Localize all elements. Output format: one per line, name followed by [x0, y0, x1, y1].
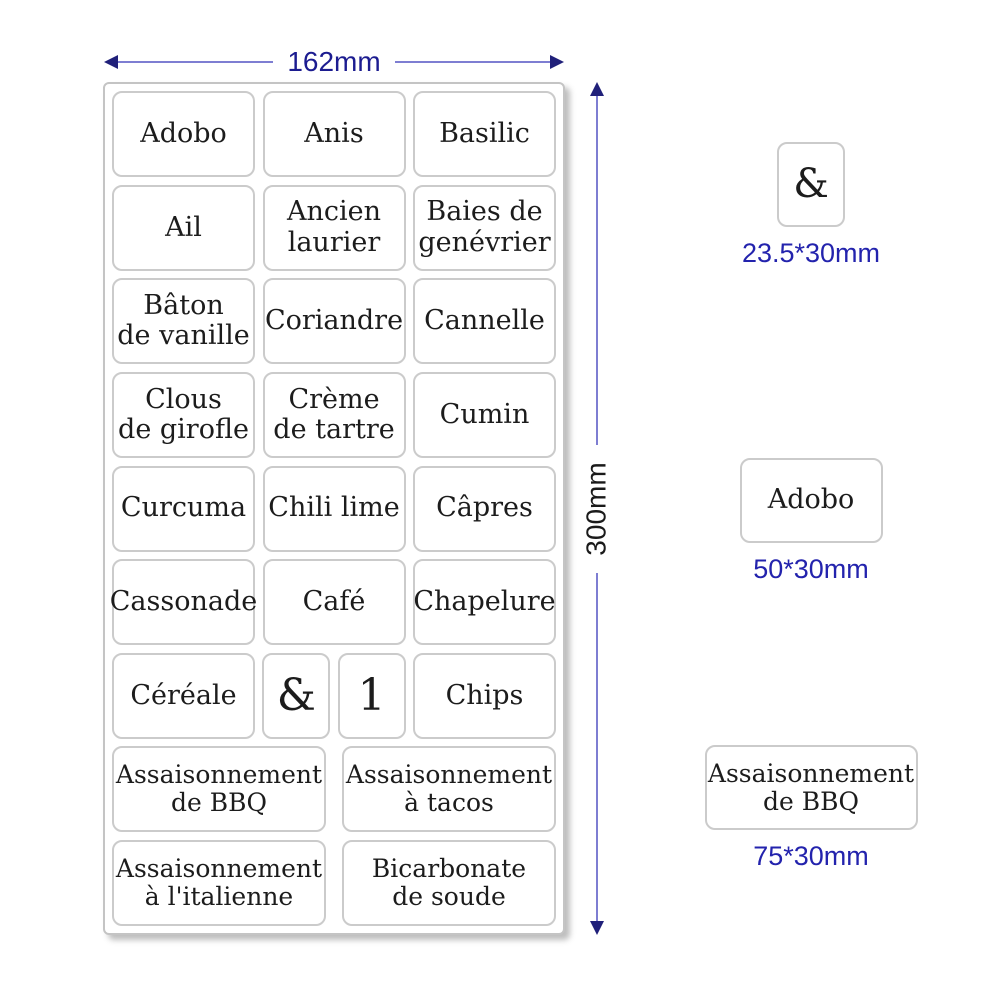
sheet-row: Bâton de vanille Coriandre Cannelle	[112, 278, 556, 365]
sheet-label: Bâton de vanille	[112, 278, 255, 365]
label-text: Adobo	[140, 117, 227, 149]
size-example-medium: Adobo 50*30mm	[691, 458, 931, 583]
label-text: Cumin	[439, 398, 530, 430]
size-example-large: Assaisonnement de BBQ 75*30mm	[691, 745, 931, 870]
label-text: Anis	[304, 117, 364, 149]
sheet-label: Crème de tartre	[262, 371, 406, 458]
height-dimension-annotation: 300mm	[580, 82, 614, 935]
arrow-left-icon	[104, 55, 118, 69]
label-text: Baies de genévrier	[418, 196, 551, 258]
sheet-label: Ancien laurier	[262, 184, 406, 271]
sheet-label: Cannelle	[413, 278, 556, 365]
sheet-label: 1	[337, 652, 406, 739]
sheet-row: Assaisonnement de BBQ Assaisonnement à ta…	[112, 746, 556, 833]
sheet-label: Café	[262, 559, 406, 646]
sheet-row: Curcuma Chili lime Câpres	[112, 465, 556, 552]
label-text: Chips	[445, 679, 524, 711]
example-label-large: Assaisonnement de BBQ	[704, 745, 918, 830]
example-label-small: &	[777, 142, 845, 227]
label-text: Cannelle	[424, 305, 545, 337]
sheet-label: Basilic	[413, 91, 556, 177]
arrow-up-icon	[590, 82, 604, 96]
sheet-label: Céréale	[112, 652, 255, 739]
example-label-text: Assaisonnement de BBQ	[707, 758, 915, 816]
dimension-line	[394, 61, 562, 63]
sheet-row: Assaisonnement à l'italienne Bicarbonate …	[112, 840, 556, 926]
sheet-row: Céréale &1 Chips	[112, 652, 556, 739]
label-text: Câpres	[436, 492, 533, 524]
sheet-label: Chapelure	[413, 559, 556, 646]
sheet-label: Assaisonnement à l'italienne	[112, 840, 326, 926]
label-text: Ancien laurier	[286, 196, 381, 258]
label-text: Céréale	[130, 679, 237, 711]
width-dimension-annotation: 162mm	[104, 46, 564, 78]
label-text: Bicarbonate de soude	[371, 854, 527, 911]
sheet-label: Coriandre	[262, 278, 406, 365]
width-dimension-label: 162mm	[287, 46, 381, 77]
sheet-label: Cumin	[413, 371, 556, 458]
sheet-label: &	[262, 652, 331, 739]
example-size-caption: 75*30mm	[753, 841, 869, 871]
label-text: Bâton de vanille	[117, 290, 250, 352]
sheet-label: Ail	[112, 184, 255, 271]
sheet-label: Bicarbonate de soude	[342, 840, 556, 926]
dimension-line	[106, 61, 274, 63]
sheet-label: Câpres	[413, 465, 556, 552]
label-text: Crème de tartre	[273, 383, 395, 445]
sheet-label: Anis	[262, 91, 406, 177]
sheet-row: Adobo Anis Basilic	[112, 91, 556, 177]
arrow-right-icon	[550, 55, 564, 69]
label-text: Assaisonnement à l'italienne	[115, 854, 323, 911]
sheet-label: Clous de girofle	[112, 371, 255, 458]
label-text: Assaisonnement à tacos	[345, 760, 553, 818]
height-dimension-label: 300mm	[581, 461, 612, 556]
dimension-line	[596, 84, 598, 445]
label-text: Clous de girofle	[118, 383, 249, 445]
sheet-label: Chips	[412, 652, 556, 739]
sheet-label: Adobo	[112, 91, 255, 177]
label-text: Chili lime	[268, 492, 400, 524]
sheet-label: Baies de genévrier	[413, 184, 556, 271]
label-text: Chapelure	[413, 586, 556, 617]
example-size-caption: 23.5*30mm	[741, 238, 881, 268]
example-size-caption: 50*30mm	[753, 554, 869, 584]
label-text: Assaisonnement de BBQ	[115, 760, 323, 818]
example-label-text: &	[793, 161, 829, 208]
example-label-text: Adobo	[767, 484, 855, 516]
arrow-down-icon	[590, 921, 604, 935]
sheet-label: Assaisonnement à tacos	[342, 746, 556, 833]
dimension-line	[596, 572, 598, 933]
label-text: Ail	[165, 211, 202, 243]
sheet-label: Cassonade	[109, 559, 258, 646]
sheet-row: Clous de girofle Crème de tartre Cumin	[112, 371, 556, 458]
sheet-label: Chili lime	[262, 465, 406, 552]
sheet-row: Cassonade Café Chapelure	[109, 559, 556, 646]
label-text: Café	[302, 586, 366, 617]
label-text: 1	[357, 670, 386, 722]
label-text: &	[276, 670, 316, 722]
label-text: Curcuma	[120, 492, 247, 524]
example-label-medium: Adobo	[739, 458, 883, 543]
label-text: Coriandre	[264, 305, 404, 337]
label-text: Basilic	[439, 117, 530, 149]
sheet-label: Curcuma	[112, 465, 255, 552]
height-dimension-label-box: 300mm	[550, 445, 643, 573]
size-example-small: & 23.5*30mm	[691, 142, 931, 267]
sheet-label: Assaisonnement de BBQ	[112, 746, 326, 833]
label-text: Cassonade	[109, 586, 258, 617]
sheet-row: Ail Ancien laurier Baies de genévrier	[112, 184, 556, 271]
